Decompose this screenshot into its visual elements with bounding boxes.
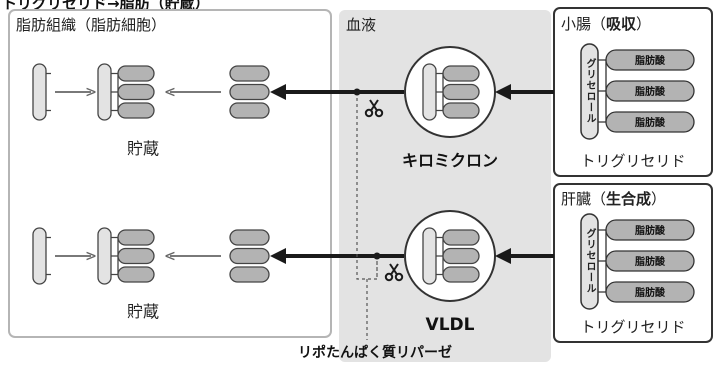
- stored-triglyceride-bottom: [97, 227, 155, 285]
- liver-heading: 肝臓（生合成）: [561, 190, 666, 208]
- liver-fatty-acid-1: [605, 219, 695, 241]
- lipase-node-top: [353, 88, 361, 96]
- intestine-heading: 小腸（吸収）: [561, 15, 651, 33]
- storage-label-top: 貯蔵: [127, 139, 159, 158]
- enzyme-label: リポたんぱく質リパーゼ: [298, 344, 452, 361]
- intestine-process: 吸収: [606, 15, 637, 33]
- liver-fatty-acid-2: [605, 250, 695, 272]
- lipase-node-bottom: [373, 252, 381, 260]
- glycerol-release-top: [32, 63, 52, 121]
- blood-label: 血液: [346, 16, 376, 34]
- intestine-fatty-acid-label-2: 脂肪酸: [634, 85, 666, 98]
- lipase-connector: [356, 92, 378, 340]
- intestine-fatty-acid-3: [605, 111, 695, 133]
- adipose-panel: [8, 9, 332, 338]
- intestine-fatty-acid-label-1: 脂肪酸: [634, 54, 666, 67]
- intestine-fatty-acid-1: [605, 49, 695, 71]
- fatty-acids-bottom: [229, 229, 270, 283]
- intestine-fatty-acid-label-3: 脂肪酸: [634, 116, 666, 129]
- glycerol-release-bottom: [32, 227, 52, 285]
- vldl-triglyceride: [422, 227, 480, 285]
- intestine-fatty-acid-2: [605, 80, 695, 102]
- intestine-label: 小腸: [561, 15, 591, 33]
- stored-triglyceride-top: [97, 63, 155, 121]
- liver-glycerol-label: グリセロール: [584, 227, 596, 294]
- vldl-label: VLDL: [426, 315, 475, 335]
- liver-fatty-acid-label-2: 脂肪酸: [634, 255, 666, 268]
- liver-process: 生合成: [606, 190, 651, 208]
- chylomicron-triglyceride: [422, 63, 480, 121]
- storage-label-bottom: 貯蔵: [127, 302, 159, 321]
- fatty-acids-top: [229, 65, 270, 119]
- liver-label: 肝臓: [561, 190, 591, 208]
- liver-fatty-acid-label-1: 脂肪酸: [634, 224, 666, 237]
- chylomicron-label: キロミクロン: [402, 151, 498, 170]
- liver-fatty-acid-label-3: 脂肪酸: [634, 286, 666, 299]
- intestine-sublabel: トリグリセリド: [580, 152, 685, 170]
- liver-fatty-acid-3: [605, 281, 695, 303]
- intestine-glycerol-label: グリセロール: [584, 57, 596, 124]
- liver-sublabel: トリグリセリド: [580, 318, 685, 336]
- adipose-label: 脂肪組織（脂肪細胞）: [16, 16, 166, 34]
